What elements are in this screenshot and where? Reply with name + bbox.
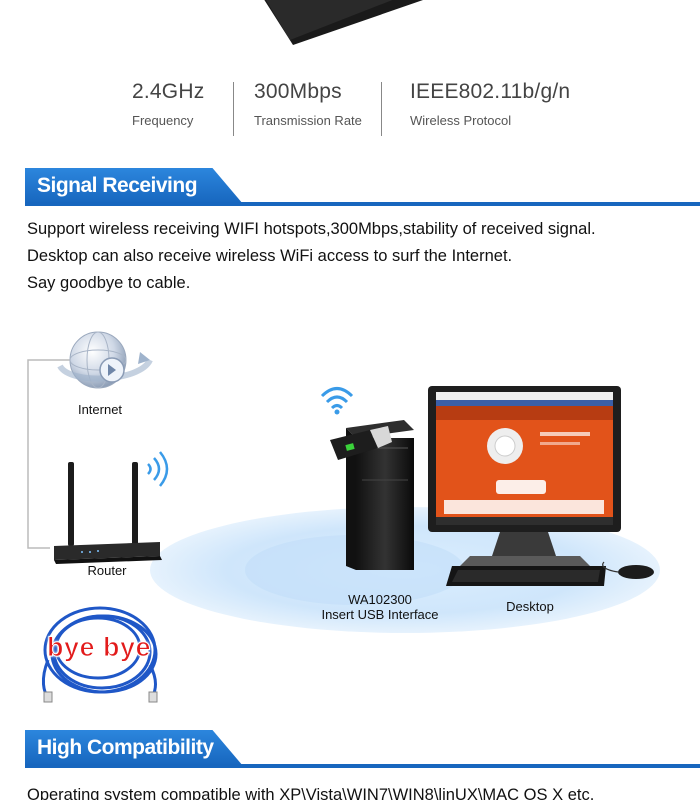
spec-label: Frequency [132,113,194,128]
spec-value: 300Mbps [254,80,342,103]
mouse-icon [618,565,654,579]
signal-line: Support wireless receiving WIFI hotspots… [27,220,596,238]
device-caption-text: Insert USB Interface [321,607,439,622]
monitor-icon [428,386,621,566]
router-icon [54,462,162,564]
signal-description: Support wireless receiving WIFI hotspots… [27,216,596,297]
section-title: Signal Receiving [25,168,243,204]
adapter-wifi-icon [320,387,354,410]
keyboard-icon [446,566,606,586]
signal-line: Say goodbye to cable. [27,274,191,292]
section-rule [25,764,700,768]
section-rule [25,202,700,206]
device-model: WA102300 [348,592,412,607]
ethernet-cable-icon [41,606,158,699]
cable-plug [43,691,53,703]
spec-protocol: IEEE802.11b/g/n Wireless Protocol [410,80,570,128]
cable-plug [148,691,158,703]
spec-value: 2.4GHz [132,80,205,103]
spec-label: Transmission Rate [254,113,362,128]
high-compatibility-header: High Compatibility [25,730,700,768]
compat-description: Operating system compatible with XP\Vist… [27,786,595,800]
signal-receiving-header: Signal Receiving [25,168,700,206]
router-wifi-icon [147,451,169,487]
spec-label: Wireless Protocol [410,113,512,128]
diagram-graphics [27,331,660,703]
signal-line: Desktop can also receive wireless WiFi a… [27,247,513,265]
spec-value: IEEE802.11b/g/n [410,80,571,103]
specs-row: 2.4GHz Frequency 300Mbps Transmission Ra… [0,80,700,140]
network-diagram: Internet Router WA102300 Insert USB Inte… [0,320,700,720]
desktop-label: Desktop [506,599,554,614]
usb-adapter-icon [330,426,392,460]
adapter-device-image [264,0,423,45]
internet-globe-icon [57,331,153,389]
bye-bye-label: bye bye [46,632,152,663]
spec-divider [381,82,382,136]
device-caption: WA102300 Insert USB Interface [305,592,455,622]
section-title: High Compatibility [25,730,243,766]
spec-frequency: 2.4GHz Frequency [132,80,204,128]
router-label: Router [87,563,127,578]
spec-rate: 300Mbps Transmission Rate [254,80,362,128]
pc-tower-icon [346,420,414,570]
connection-line [27,359,78,549]
spec-divider [233,82,234,136]
internet-label: Internet [77,402,123,417]
